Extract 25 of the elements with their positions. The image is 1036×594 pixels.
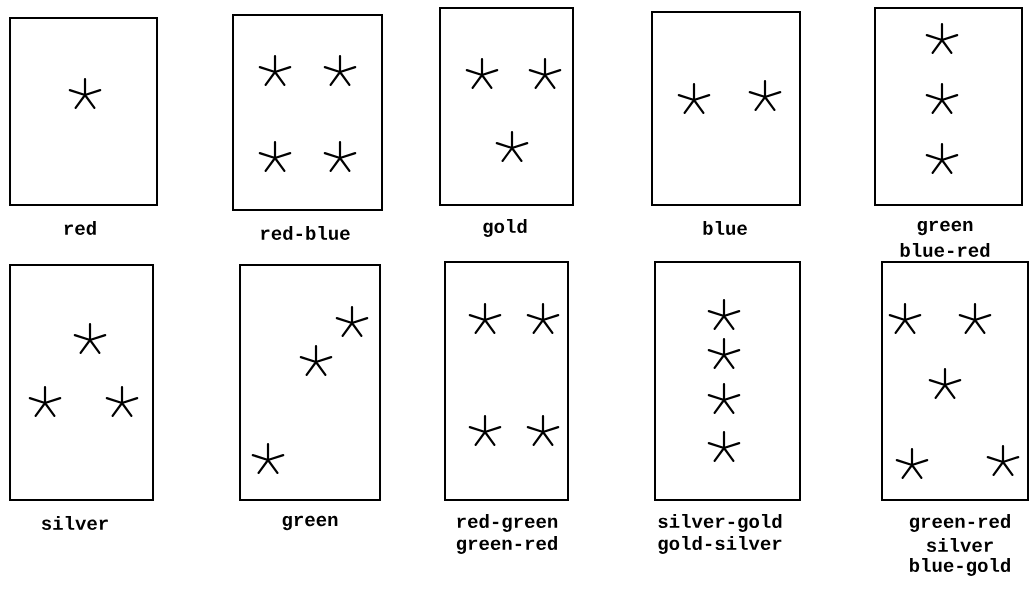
card-label: blue <box>703 221 747 235</box>
card-label: blue-red <box>900 243 990 257</box>
card-label: silver <box>926 538 993 552</box>
card-label: green <box>917 220 973 236</box>
card-label: silver-gold <box>658 514 782 532</box>
card <box>444 261 569 501</box>
card-label: green <box>282 515 338 531</box>
card-label: green-red <box>456 536 557 554</box>
card <box>881 261 1029 501</box>
card-label: gold <box>483 219 527 237</box>
card-label: gold-silver <box>658 536 782 554</box>
card <box>9 264 154 501</box>
card <box>874 7 1023 206</box>
card-label: blue-gold <box>910 558 1010 576</box>
card <box>439 7 574 206</box>
card-label: red-green <box>457 514 558 532</box>
card-label: silver <box>41 516 108 530</box>
card <box>232 14 383 211</box>
card <box>654 261 801 501</box>
card-label: red <box>64 221 96 235</box>
card <box>651 11 801 206</box>
card <box>9 17 158 206</box>
card <box>239 264 381 501</box>
card-label: red-blue <box>261 226 350 240</box>
card-label: green-red <box>909 514 1010 532</box>
